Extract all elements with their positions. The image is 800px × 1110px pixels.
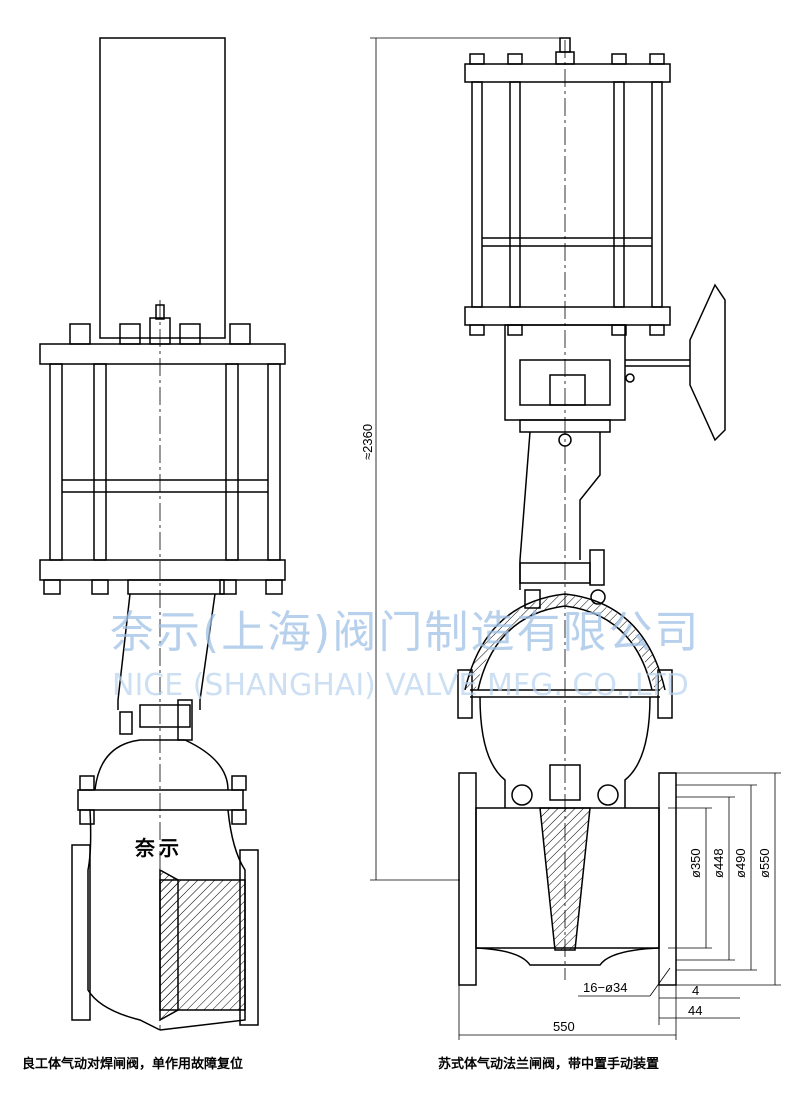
watermark-company-cn: 奈示(上海)阀门制造有限公司 xyxy=(110,607,701,658)
caption-left-valve: 良工体气动对焊闸阀，单作用故障复位 xyxy=(22,1057,244,1072)
right-dimension-lines xyxy=(370,37,781,1040)
dim-face-to-face: 550 xyxy=(553,1019,575,1034)
left-bottom-plate xyxy=(39,559,286,581)
left-valve-body xyxy=(87,809,246,1031)
dim-bolt-circle: ø490 xyxy=(733,848,748,878)
right-bonnet xyxy=(465,594,665,692)
dim-flange-thickness: 44 xyxy=(688,1003,702,1018)
caption-right-valve: 苏式体气动法兰闸阀，带中置手动装置 xyxy=(438,1057,660,1072)
handwheel-icon xyxy=(689,283,726,442)
dim-bore: ø350 xyxy=(688,848,703,878)
right-yoke xyxy=(519,431,601,590)
left-tie-rods xyxy=(49,363,281,561)
left-yoke xyxy=(117,593,216,710)
dim-raised-face-height: 4 xyxy=(692,983,699,998)
dim-raised-face: ø448 xyxy=(711,848,726,878)
left-body-flange xyxy=(77,789,244,811)
right-bottom-plate xyxy=(464,306,671,326)
right-top-plate xyxy=(464,63,671,83)
left-cylinder-tube xyxy=(99,37,226,339)
right-valve-body xyxy=(479,696,651,808)
left-top-plate xyxy=(39,343,286,365)
left-valve xyxy=(39,37,286,1031)
right-tie-rods xyxy=(471,81,663,308)
right-valve xyxy=(370,37,781,1040)
watermark-company-en: NICE (SHANGHAI) VALVE MFG. CO.,LTD xyxy=(112,668,689,703)
dim-overall-height: ≈2360 xyxy=(360,424,375,460)
dim-bolt-holes: 16−ø34 xyxy=(583,980,627,995)
dim-flange: ø550 xyxy=(757,848,772,878)
brand-stamp: 奈示 xyxy=(135,836,183,860)
left-bonnet xyxy=(94,739,229,791)
left-end-flange-left xyxy=(71,844,91,1021)
right-gate-wedge xyxy=(539,807,591,951)
